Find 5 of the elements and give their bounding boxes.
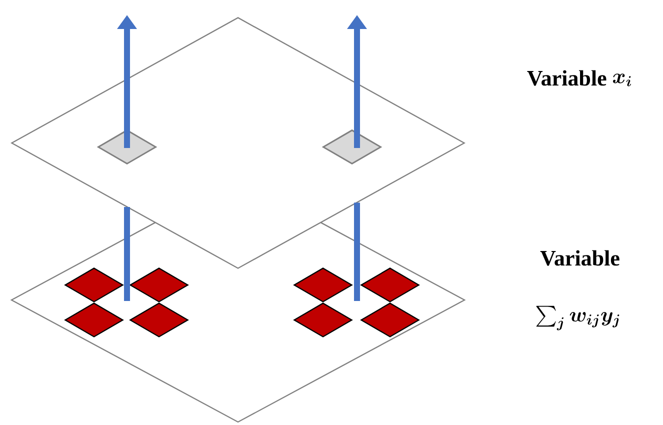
formula: $\boldsymbol{x_i}$ [612,74,632,86]
formula: $\boldsymbol{\sum_j w_{ij} y_j}$ [536,306,620,330]
label: Variable [540,250,620,266]
label: Variable [527,70,606,86]
plane [10,222,466,423]
